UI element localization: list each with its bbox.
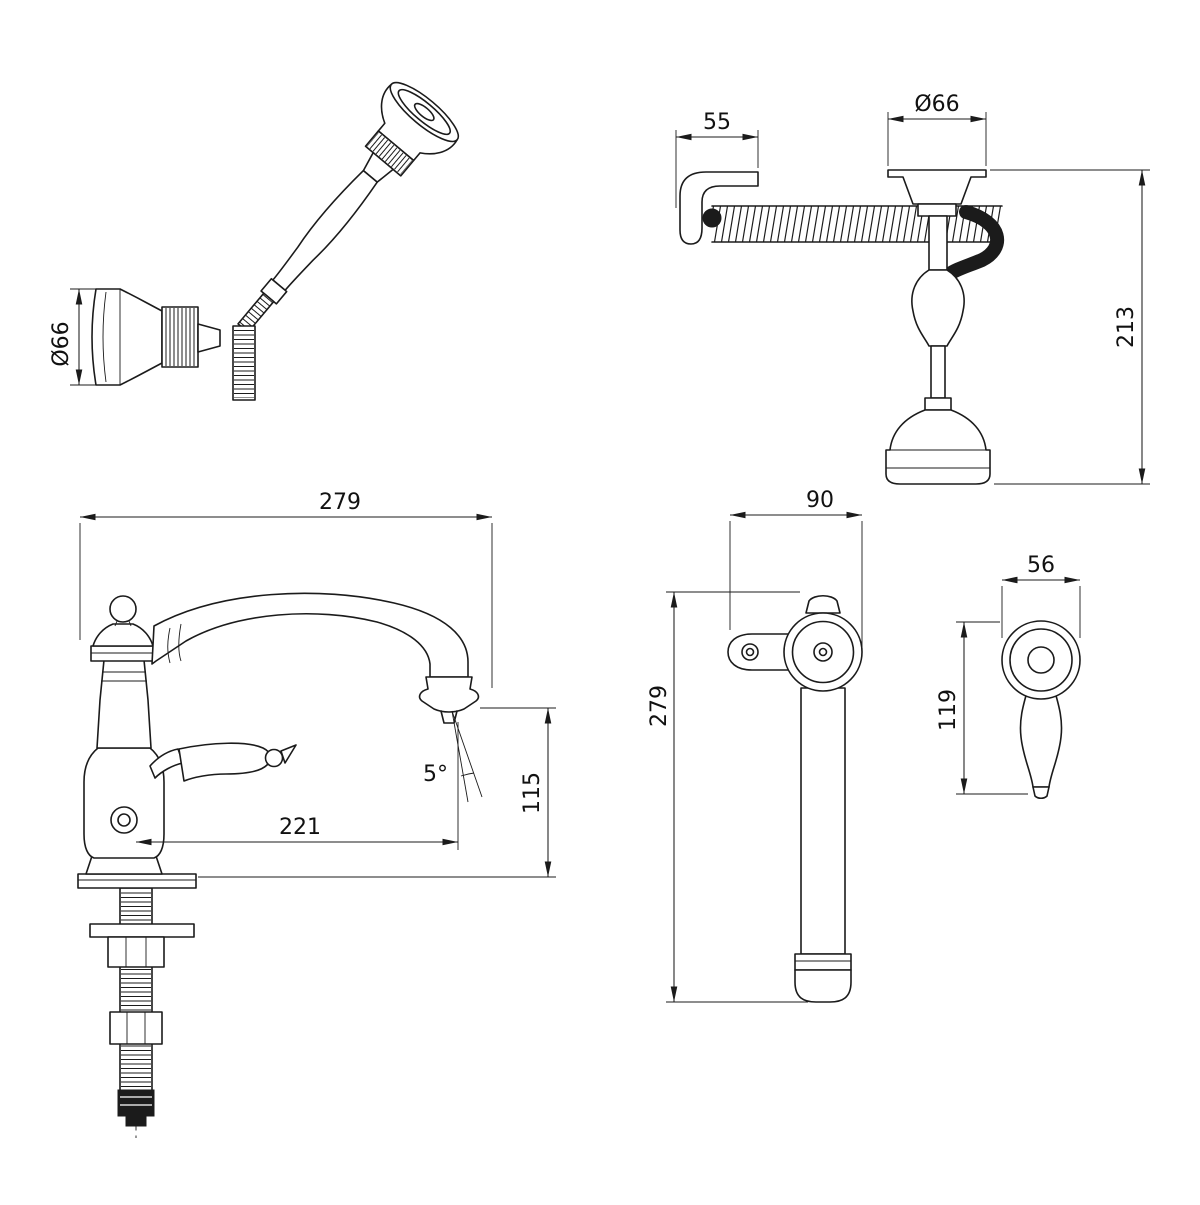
dim-label: 279: [319, 490, 361, 515]
shower-head-hanging: [885, 409, 991, 485]
shower-face-rim: [389, 81, 460, 143]
base-plate: [77, 873, 197, 889]
dim-label: 119: [936, 689, 961, 731]
dim-label: 56: [1027, 553, 1055, 578]
mounting-nut: [107, 936, 165, 968]
dim-head-diameter: Ø66: [49, 288, 96, 386]
dim-outlet-height: 115: [198, 707, 556, 878]
dim-label: 5°: [423, 762, 448, 787]
dim-label: Ø66: [914, 92, 959, 117]
dim-label: 55: [703, 110, 731, 135]
body-port: [110, 806, 138, 834]
shank-tip: [117, 1089, 155, 1117]
handle-grip: [911, 269, 965, 347]
dim-length: 119: [936, 621, 1028, 795]
dim-holder-diameter: Ø66: [887, 92, 987, 166]
dim-outlet-angle: 5°: [423, 710, 483, 803]
view-faucet-side: 279 221 115 5°: [77, 490, 556, 1138]
ball-finial: [109, 595, 137, 623]
wall-hook: [679, 171, 759, 245]
dim-label: 279: [647, 685, 672, 727]
bottom-elbow: [794, 969, 852, 1003]
shower-head-profile: [91, 288, 163, 386]
dim-spout-reach: 221: [136, 722, 459, 850]
handle-neck: [928, 215, 948, 271]
hose-end: [702, 208, 722, 228]
faucet-column: [96, 659, 152, 749]
dim-label: 213: [1114, 306, 1139, 348]
coiled-hose: [712, 206, 1002, 242]
handshower-angled: [237, 81, 460, 334]
top-cap: [805, 594, 841, 614]
dim-overall-height: 213: [990, 169, 1150, 485]
dim-overall-width: 279: [79, 490, 493, 688]
bell-cap: [92, 623, 154, 647]
view-handshower-front: 56 119: [936, 553, 1081, 800]
head-front: [1001, 620, 1081, 700]
dim-front-width: 90: [729, 488, 863, 648]
dim-label: 221: [279, 815, 321, 840]
dim-head-width: 56: [1001, 553, 1081, 638]
dim-offset: 55: [675, 110, 759, 208]
shower-handle: [272, 169, 378, 292]
dim-label: Ø66: [49, 321, 74, 366]
lever-handle: [178, 742, 272, 782]
dim-label: 115: [520, 772, 545, 814]
handle-front: [1019, 691, 1063, 788]
dim-front-height: 279: [647, 591, 808, 1003]
washer: [89, 923, 195, 938]
spout-outlet: [418, 676, 480, 713]
view-handshower-side: Ø66: [49, 81, 460, 401]
shank-tube: [800, 687, 846, 955]
lock-nut: [109, 1011, 163, 1045]
view-handshower-bracket: 55 Ø66 213: [675, 92, 1150, 485]
view-faucet-front: 90 279: [647, 488, 863, 1003]
shower-holder: [887, 169, 987, 205]
dim-label: 90: [806, 488, 834, 513]
swan-spout: [151, 592, 469, 678]
